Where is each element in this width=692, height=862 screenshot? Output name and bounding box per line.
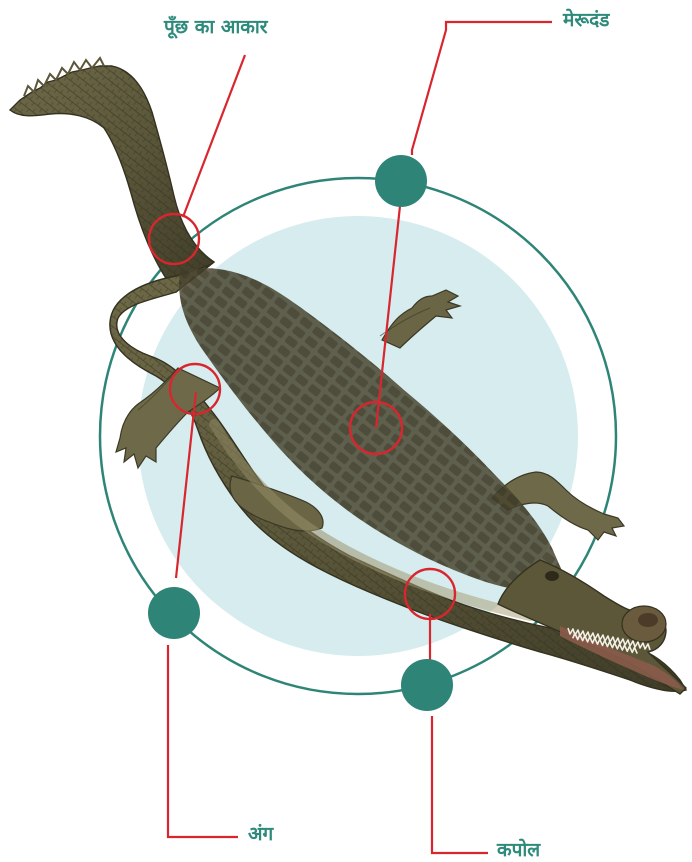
spine-label: मेरूदंड [563, 11, 609, 30]
spine-node [375, 155, 427, 207]
jaw-node [401, 659, 453, 711]
leader-line-limb-lower [168, 645, 238, 837]
tail-shape-label: पूँछ का आकार [164, 18, 268, 37]
jaw-label: कपोल [497, 841, 540, 860]
leader-line-jaw-lower [432, 716, 488, 853]
leader-line-tail [183, 55, 245, 217]
limb-label: अंग [248, 825, 273, 844]
limb-node [148, 587, 200, 639]
leader-line-spine [412, 22, 552, 155]
